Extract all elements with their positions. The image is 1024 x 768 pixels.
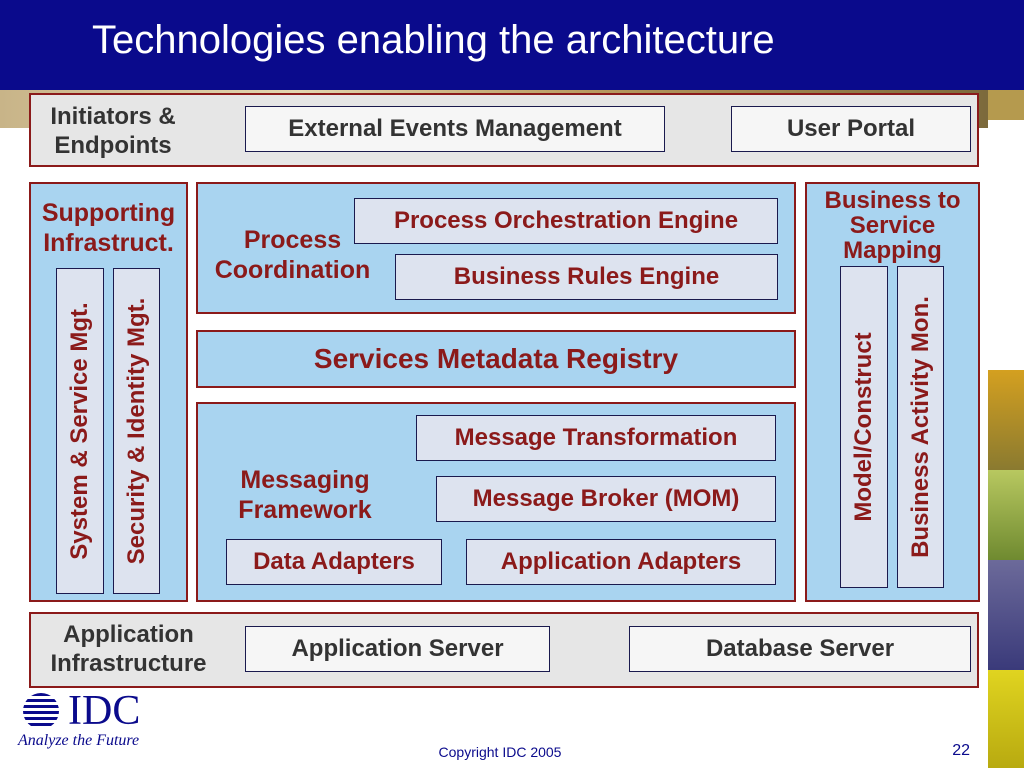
decorative-side-panel — [988, 0, 1024, 768]
database-server-box: Database Server — [629, 626, 971, 672]
message-transformation-box: Message Transformation — [416, 415, 776, 461]
application-server-box: Application Server — [245, 626, 550, 672]
messaging-framework-label: Messaging Framework — [238, 466, 372, 524]
process-orchestration-engine-box: Process Orchestration Engine — [354, 198, 778, 244]
idc-globe-icon — [23, 693, 59, 726]
model-construct-box: Model/Construct — [840, 266, 888, 588]
business-rules-engine-box: Business Rules Engine — [395, 254, 778, 300]
data-adapters-box: Data Adapters — [226, 539, 442, 585]
business-activity-monitoring-box: Business Activity Mon. — [897, 266, 944, 588]
services-metadata-registry: Services Metadata Registry — [196, 330, 796, 388]
system-service-management-box: System & Service Mgt. — [56, 268, 104, 594]
title-bar — [0, 0, 988, 90]
model-construct-label: Model/Construct — [850, 332, 877, 522]
supporting-infrastructure-section — [29, 182, 188, 602]
message-broker-box: Message Broker (MOM) — [436, 476, 776, 522]
application-adapters-box: Application Adapters — [466, 539, 776, 585]
slide-title: Technologies enabling the architecture — [92, 18, 775, 62]
external-events-management-box: External Events Management — [245, 106, 665, 152]
idc-logo: IDC Analyze the Future — [16, 688, 166, 754]
page-number: 22 — [952, 742, 970, 759]
security-identity-management-label: Security & Identity Mgt. — [122, 297, 150, 565]
user-portal-box: User Portal — [731, 106, 971, 152]
idc-logo-text: IDC — [68, 688, 141, 734]
initiators-endpoints-label: Initiators & Endpoints — [50, 103, 176, 159]
business-service-mapping-section — [805, 182, 980, 602]
process-coordination-label: Process Coordination — [214, 226, 371, 284]
supporting-infrastructure-label: Supporting Infrastruct. — [41, 199, 176, 257]
business-service-mapping-label: Business to Service Mapping — [824, 187, 961, 265]
business-activity-monitoring-label: Business Activity Mon. — [906, 296, 934, 558]
security-identity-management-box: Security & Identity Mgt. — [113, 268, 160, 594]
copyright-text: Copyright IDC 2005 — [438, 744, 562, 760]
application-infrastructure-label: Application Infrastructure — [50, 621, 207, 677]
system-service-management-label: System & Service Mgt. — [66, 302, 93, 560]
idc-tagline: Analyze the Future — [18, 732, 140, 749]
